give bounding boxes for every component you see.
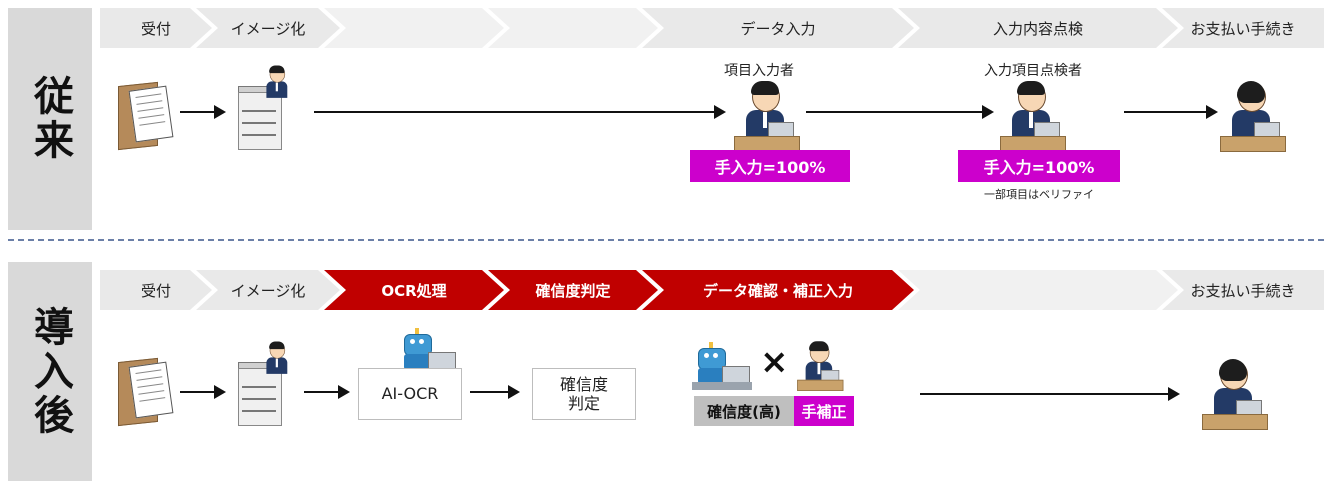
before-step-empty-2 <box>488 8 658 48</box>
arrow-icon <box>180 105 226 119</box>
check-person-icon <box>1000 81 1066 152</box>
operator-person-icon <box>262 65 293 105</box>
role-check-label: 入力項目点検者 <box>984 63 1082 79</box>
document-icon <box>118 78 178 151</box>
manual-input-badge: 手入力=100% <box>690 150 850 182</box>
payment-staff-icon <box>1220 81 1286 152</box>
arrow-icon <box>470 385 520 399</box>
arrow-icon <box>314 105 726 119</box>
times-icon: × <box>760 342 789 382</box>
after-row: 導入後 受付 イメージ化 OCR処理 確信度判定 データ確認・補正入力 お支払い… <box>0 262 1324 481</box>
before-step-bar: 受付 イメージ化 データ入力 入力内容点検 お支払い手続き <box>100 8 1324 48</box>
before-step-imaging: イメージ化 <box>196 8 340 48</box>
before-row: 従来 受付 イメージ化 データ入力 入力内容点検 お支払い手続き 項目入力者 手… <box>0 0 1324 232</box>
before-side-label: 従来 <box>8 8 92 230</box>
before-step-empty-1 <box>324 8 504 48</box>
arrow-icon <box>920 387 1180 401</box>
robot-icon <box>692 342 754 390</box>
after-step-reception: 受付 <box>100 270 212 310</box>
before-side-label-text: 従来 <box>27 75 73 163</box>
copier-person-icon <box>238 70 298 150</box>
operator-person-icon <box>262 341 293 381</box>
data-entry-person-icon <box>734 81 800 152</box>
arrow-icon <box>180 385 226 399</box>
before-step-entry-check: 入力内容点検 <box>898 8 1178 48</box>
after-step-imaging: イメージ化 <box>196 270 340 310</box>
before-step-data-entry: データ入力 <box>642 8 914 48</box>
role-input-label: 項目入力者 <box>724 63 794 79</box>
confidence-judgement-box: 確信度 判定 <box>532 368 636 420</box>
manual-correction-label: 手補正 <box>794 396 854 426</box>
arrow-icon <box>1124 105 1218 119</box>
verify-note: 一部項目はベリファイ <box>984 188 1094 201</box>
document-icon <box>118 354 178 427</box>
arrow-icon <box>304 385 350 399</box>
after-step-bar: 受付 イメージ化 OCR処理 確信度判定 データ確認・補正入力 お支払い手続き <box>100 270 1324 310</box>
confidence-high-label: 確信度(高) <box>694 396 794 426</box>
payment-staff-icon <box>1202 359 1268 430</box>
before-step-reception: 受付 <box>100 8 212 48</box>
after-side-label: 導入後 <box>8 262 92 481</box>
confidence-correction-badge: 確信度(高) 手補正 <box>694 396 854 426</box>
ai-ocr-box: AI-OCR <box>358 368 462 420</box>
arrow-icon <box>806 105 994 119</box>
after-step-ocr: OCR処理 <box>324 270 504 310</box>
section-divider <box>8 239 1324 241</box>
correction-person-icon <box>797 341 844 391</box>
before-step-payment: お支払い手続き <box>1162 8 1324 48</box>
after-side-label-text: 導入後 <box>27 305 73 438</box>
after-step-payment: お支払い手続き <box>1162 270 1324 310</box>
after-step-data-confirm: データ確認・補正入力 <box>642 270 914 310</box>
after-step-empty <box>898 270 1178 310</box>
manual-input-badge: 手入力=100% <box>958 150 1120 182</box>
after-step-confidence: 確信度判定 <box>488 270 658 310</box>
